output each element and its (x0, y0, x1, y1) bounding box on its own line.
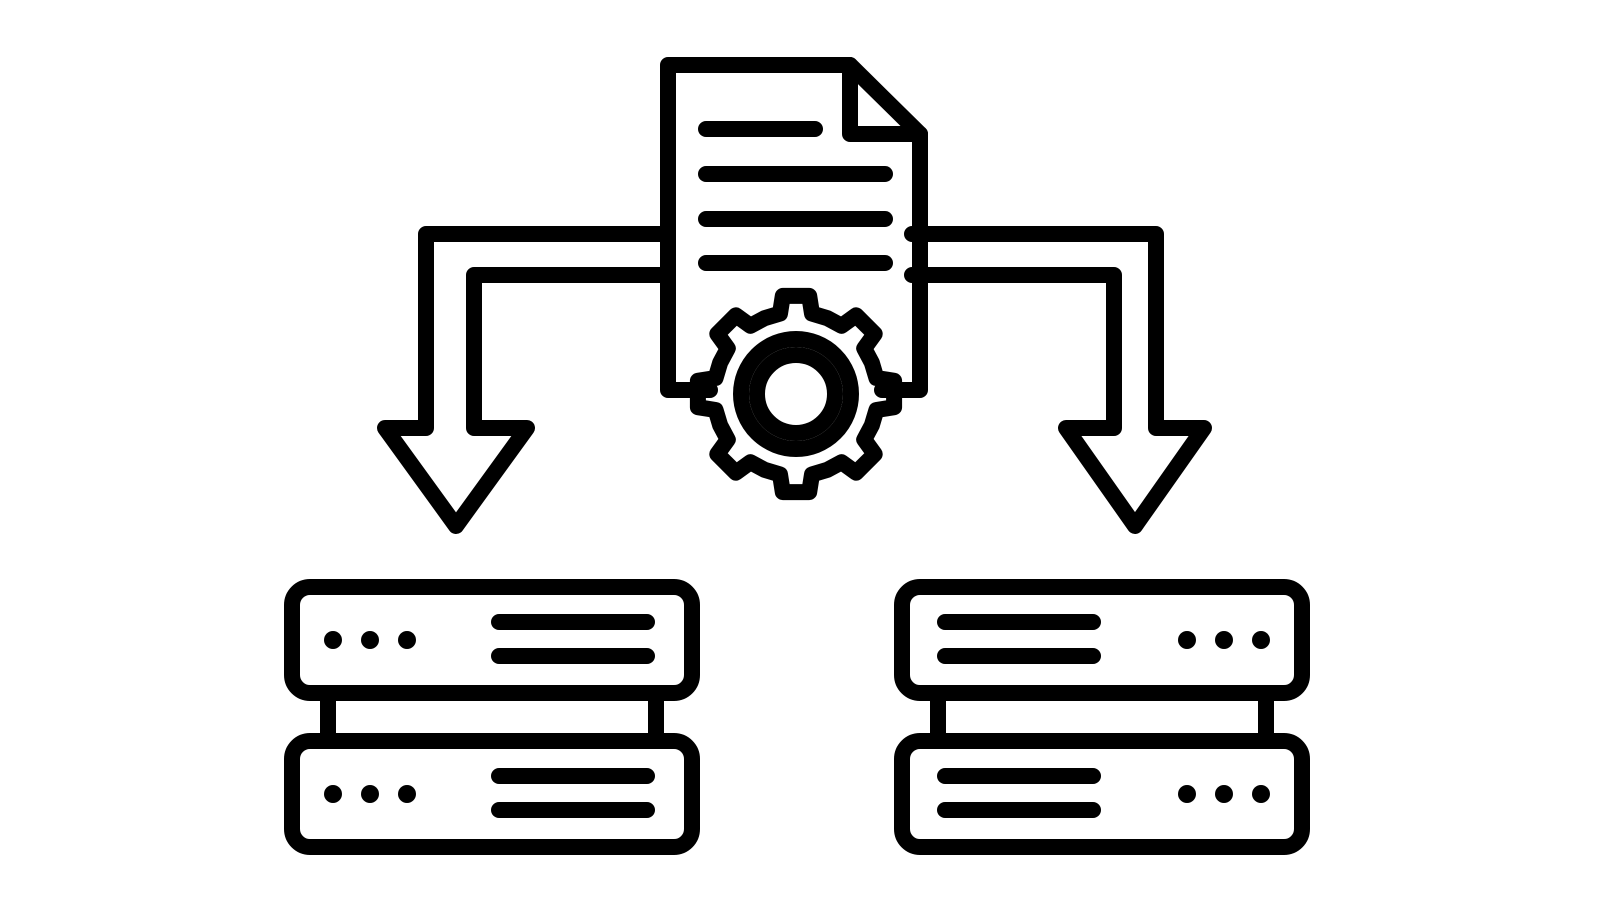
document-icon (660, 57, 928, 398)
gear-icon (689, 287, 903, 501)
indicator-dots (324, 631, 416, 803)
indicator-dots (1178, 631, 1270, 803)
server-unit-bottom (894, 733, 1310, 855)
gear-hub (749, 347, 843, 441)
server-vent-lines (491, 614, 655, 818)
gear-outline (689, 287, 903, 501)
document-text-lines (698, 121, 893, 271)
left-split-arrow-icon (377, 226, 668, 534)
left-server-stack-icon (284, 579, 700, 855)
server-vent-lines (937, 614, 1101, 818)
document-fold (842, 57, 928, 142)
server-unit-top (284, 579, 700, 701)
right-server-stack-icon (894, 579, 1310, 855)
gear-ring (733, 331, 859, 457)
right-split-arrow-icon (904, 226, 1212, 534)
server-unit-top (894, 579, 1310, 701)
server-unit-bottom (284, 733, 700, 855)
